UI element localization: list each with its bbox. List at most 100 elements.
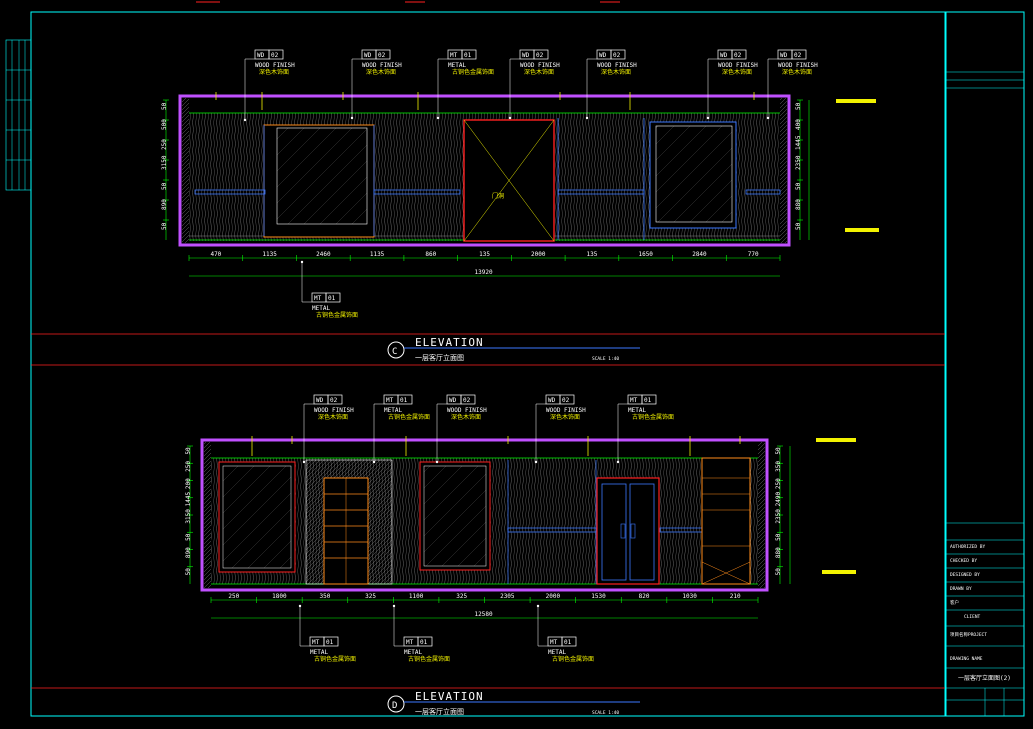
tag-material-cn: 深色木饰面	[366, 68, 396, 76]
dim-value: 50	[185, 447, 192, 455]
shelf	[194, 189, 266, 195]
tag-material-cn: 古铜色金属饰面	[452, 68, 494, 76]
door-label: 门洞	[492, 192, 504, 200]
dim-value: 325	[456, 593, 467, 600]
dim-value: 820	[639, 593, 650, 600]
tag-code: WD	[364, 52, 372, 59]
dim-value: 1800	[272, 593, 287, 600]
wall-hatch-left	[182, 98, 189, 243]
tag-number: 01	[464, 52, 472, 59]
wall-hatch-left	[204, 442, 211, 588]
elevation-c-title: ELEVATION	[415, 336, 484, 349]
tag-code: MT	[386, 397, 394, 404]
dim-value: 1650	[638, 251, 653, 258]
dim-value: 210	[730, 593, 741, 600]
elevation-d-subtitle: 一层客厅立面图	[415, 707, 464, 716]
level-note	[822, 570, 856, 574]
tb-project-cn: 项目名称	[950, 631, 968, 638]
dim-value: 50	[775, 533, 782, 541]
dim-value: 250	[161, 139, 168, 150]
dim-value: 250	[228, 593, 239, 600]
dim-value: 2840	[692, 251, 707, 258]
tag-code: WD	[257, 52, 265, 59]
tag-material-cn: 深色木饰面	[259, 68, 289, 76]
tag-material: WOOD FINISH	[362, 62, 402, 69]
dim-value: 400	[795, 119, 802, 130]
tag-number: 02	[330, 397, 338, 404]
tag-number: 02	[463, 397, 471, 404]
wall-outline	[200, 438, 769, 592]
tag-number: 02	[271, 52, 279, 59]
dim-value: 50	[795, 222, 802, 230]
dim-value: 250	[775, 478, 782, 489]
tag-material-cn: 古铜色金属饰面	[314, 655, 356, 663]
dim-value: 325	[365, 593, 376, 600]
tag-code: WD	[522, 52, 530, 59]
tag-material: METAL	[548, 649, 566, 656]
tag-code: WD	[720, 52, 728, 59]
tag-number: 02	[562, 397, 570, 404]
marker-d: D	[392, 701, 397, 711]
dim-value: 50	[795, 102, 802, 110]
tb-project: PROJECT	[968, 632, 987, 638]
door-cross	[463, 119, 555, 242]
dim-value: 200	[185, 478, 192, 489]
tag-code: MT	[630, 397, 638, 404]
tag-material-cn: 古铜色金属饰面	[408, 655, 450, 663]
dim-value: 890	[185, 547, 192, 558]
elevation-d-scale: SCALE 1:40	[592, 710, 619, 716]
dim-value: 350	[320, 593, 331, 600]
title-block: AUTHORIZED BY CHECKED BY DESIGNED BY DRA…	[946, 71, 1024, 716]
dim-total: 13920	[475, 269, 493, 276]
tag-number: 02	[536, 52, 544, 59]
dim-value: 1030	[682, 593, 697, 600]
tag-code: MT	[550, 639, 558, 646]
window-glass	[655, 125, 733, 223]
tb-designed: DESIGNED BY	[950, 572, 980, 578]
tag-number: 02	[613, 52, 621, 59]
marker-c: C	[392, 347, 397, 357]
dim-value: 2490	[775, 492, 782, 507]
sheet-border	[30, 11, 946, 717]
tag-number: 02	[734, 52, 742, 59]
dim-value: 1135	[262, 251, 277, 258]
revision-strip	[5, 39, 32, 191]
dim-value: 50	[775, 447, 782, 455]
tag-number: 02	[794, 52, 802, 59]
ceiling-light-marks	[251, 436, 741, 456]
dim-value: 880	[795, 199, 802, 210]
dim-value: 350	[775, 461, 782, 472]
tag-material: METAL	[404, 649, 422, 656]
dim-value: 1100	[409, 593, 424, 600]
tag-code: WD	[599, 52, 607, 59]
tag-number: 01	[400, 397, 408, 404]
elevation-d-title: ELEVATION	[415, 690, 484, 703]
wall-hatch-right	[780, 98, 787, 243]
tag-material-cn: 深色木饰面	[601, 68, 631, 76]
tag-number: 01	[326, 639, 334, 646]
title-block-border	[945, 11, 1025, 717]
tag-material-cn: 古铜色金属饰面	[552, 655, 594, 663]
tag-number: 01	[420, 639, 428, 646]
dim-value: 500	[161, 119, 168, 130]
dim-value: 2350	[775, 509, 782, 524]
dim-value: 890	[161, 199, 168, 210]
tb-drawn: DRAWN BY	[950, 586, 972, 592]
dim-value: 50	[161, 182, 168, 190]
tag-material: METAL	[310, 649, 328, 656]
tag-material-cn: 古铜色金属饰面	[632, 413, 674, 421]
tag-code: MT	[314, 295, 322, 302]
